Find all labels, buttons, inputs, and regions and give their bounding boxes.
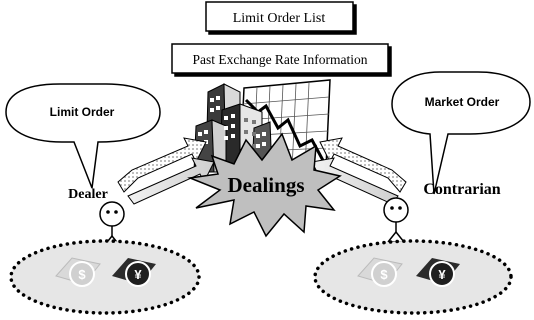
dealings-to-dealer-arrow <box>127 157 215 205</box>
dollar-symbol: $ <box>380 267 388 282</box>
limit-order-list-box: Limit Order List <box>205 1 354 32</box>
market-order-bubble-text: Market Order <box>425 95 500 109</box>
contrarian-assets-ellipse: $ ¥ <box>313 239 513 315</box>
dollar-symbol: $ <box>78 267 86 282</box>
dealer-label: Dealer <box>68 187 108 202</box>
yen-symbol: ¥ <box>438 267 446 282</box>
dealings-starburst: Dealings <box>187 132 342 238</box>
yen-coin-icon: ¥ <box>416 258 460 287</box>
dealings-label: Dealings <box>227 173 304 197</box>
dollar-coin-icon: $ <box>357 257 403 287</box>
stick-figure-icon <box>99 201 125 247</box>
past-exchange-rate-box: Past Exchange Rate Information <box>171 43 389 74</box>
limit-order-list-label: Limit Order List <box>233 11 326 26</box>
past-exchange-rate-label: Past Exchange Rate Information <box>192 52 367 67</box>
market-order-bubble: Market Order <box>391 71 531 195</box>
limit-order-bubble-text: Limit Order <box>50 105 115 119</box>
contrarian-to-dealings-arrow <box>319 137 407 193</box>
contrarian-label: Contrarian <box>423 181 500 198</box>
yen-coin-icon: ¥ <box>112 258 156 287</box>
yen-symbol: ¥ <box>134 267 142 282</box>
dealer-to-dealings-arrow <box>117 137 207 193</box>
dealer-assets-ellipse: $ ¥ <box>9 239 201 315</box>
stick-figure-icon <box>383 197 409 243</box>
dollar-coin-icon: $ <box>55 257 101 287</box>
limit-order-bubble: Limit Order <box>5 83 161 189</box>
